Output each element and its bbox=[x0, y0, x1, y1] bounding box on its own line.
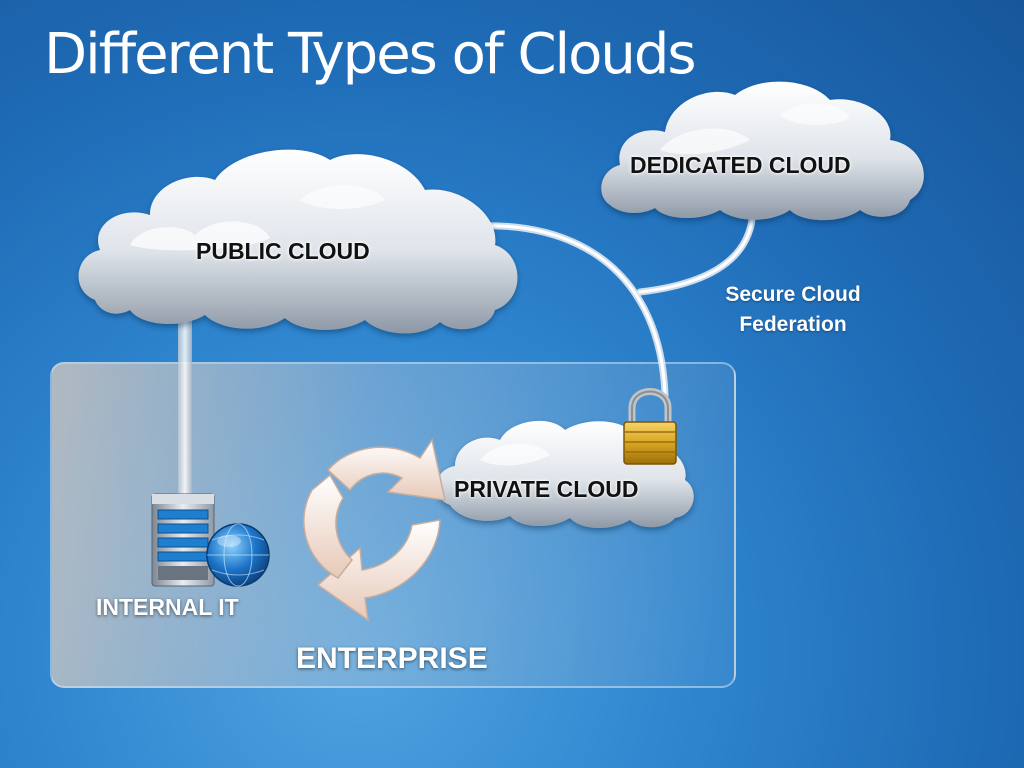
public-cloud-shape bbox=[78, 149, 518, 334]
dedicated-cloud-label: DEDICATED CLOUD bbox=[630, 152, 851, 178]
slide-title: Different Types of Clouds bbox=[44, 22, 697, 87]
enterprise-label: ENTERPRISE bbox=[296, 642, 488, 675]
dedicated-cloud-shape bbox=[601, 81, 924, 221]
private-cloud-label: PRIVATE CLOUD bbox=[454, 476, 639, 502]
public-cloud-label: PUBLIC CLOUD bbox=[196, 238, 370, 264]
federation-line-1: Secure Cloud bbox=[725, 283, 861, 306]
internal-it-label: INTERNAL IT bbox=[96, 594, 239, 620]
public-cloud-connector bbox=[178, 300, 192, 495]
server-tower-icon bbox=[151, 493, 215, 587]
circular-arrows-icon bbox=[303, 438, 446, 622]
federation-line-2: Federation bbox=[739, 313, 847, 336]
secure-cloud-federation-label: Secure Cloud Federation bbox=[698, 280, 888, 340]
globe-icon bbox=[206, 523, 270, 587]
padlock-icon bbox=[623, 388, 677, 465]
